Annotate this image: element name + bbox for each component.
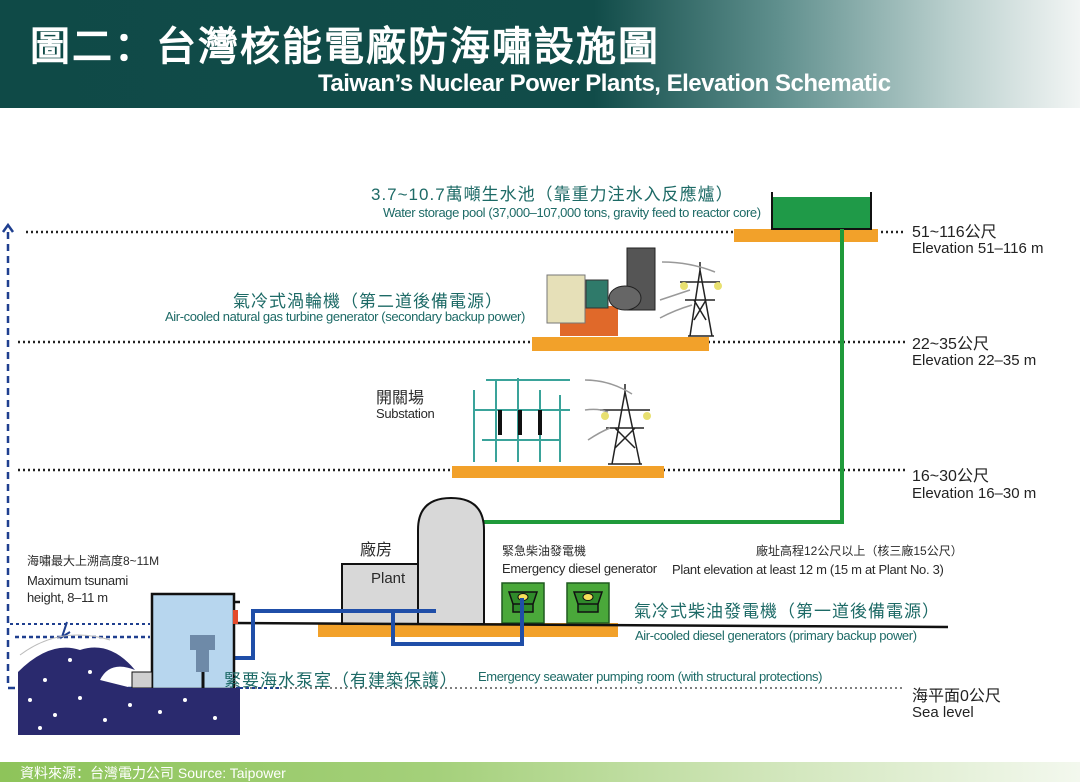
gas-turbine-icon [546,247,656,336]
footer-bar: 資料來源：台灣電力公司 Source: Taipower [0,762,1080,782]
substation-icon [473,378,570,462]
seawall [131,671,153,689]
emergency-diesel-label-zh: 緊急柴油發電機 [502,544,587,558]
header-banner: 圖二：台灣核能電廠防海嘯設施圖 Taiwan’s Nuclear Power P… [0,0,1080,108]
water-pool-icon [771,192,872,230]
elevation-label-zh: 22~35公尺 [912,336,989,353]
page-subtitle: Taiwan’s Nuclear Power Plants, Elevation… [318,70,891,97]
transmission-tower-icon [584,379,651,465]
tsunami-label-en-line2: height, 8–11 m [27,590,108,605]
water-pool-label-en: Water storage pool (37,000–107,000 tons,… [383,205,761,220]
sea-level-label-zh: 海平面0公尺 [912,688,1001,705]
elevation-label-zh: 51~116公尺 [912,224,997,241]
sea-level-label-en: Sea level [912,704,974,721]
pump-room-label-zh: 緊要海水泵室（有建築保護） [224,671,458,690]
elevation-label-zh: 16~30公尺 [912,468,989,485]
plant-label-zh: 廠房 [360,542,393,559]
platform-water-pool [734,229,878,242]
substation-label-zh: 開關場 [376,390,425,407]
water-pool-label-zh: 3.7~10.7萬噸生水池（靠重力注水入反應爐） [371,185,734,204]
elevation-label-en: Elevation 16–30 m [912,485,1037,502]
elevation-label-en: Elevation 51–116 m [912,240,1044,257]
plant-elevation-label-en: Plant elevation at least 12 m (15 m at P… [672,562,944,577]
tsunami-label-zh: 海嘯最大上溯高度8~11M [27,554,160,568]
diesel-generator-icon [566,582,610,624]
elevation-label-en: Elevation 22–35 m [912,352,1037,369]
gas-turbine-label-en: Air-cooled natural gas turbine generator… [165,309,525,324]
emergency-diesel-label-en: Emergency diesel generator [502,561,657,576]
substation-label-en: Substation [376,406,435,421]
tsunami-wave-icon [15,621,240,735]
transmission-tower-icon [659,261,722,337]
plant-elevation-label-zh: 廠址高程12公尺以上（核三廠15公尺） [756,544,963,558]
reactor-dome-icon [417,496,485,625]
platform-substation [452,466,664,478]
pump-room-label-en: Emergency seawater pumping room (with st… [478,669,823,684]
gravity-feed-pipe [484,229,844,524]
tsunami-label-en-line1: Maximum tsunami [27,573,128,588]
aircooled-diesel-label-zh: 氣冷式柴油發電機（第一道後備電源） [634,602,940,621]
aircooled-diesel-label-en: Air-cooled diesel generators (primary ba… [635,628,917,643]
page-title: 圖二：台灣核能電廠防海嘯設施圖 [30,24,660,70]
plant-ground-line [229,621,949,629]
source-credit: 資料來源：台灣電力公司 Source: Taipower [20,765,286,781]
gas-turbine-label-zh: 氣冷式渦輪機（第二道後備電源） [233,292,503,311]
platform-gas-turbine [532,337,709,351]
plant-label-en: Plant [371,570,406,587]
